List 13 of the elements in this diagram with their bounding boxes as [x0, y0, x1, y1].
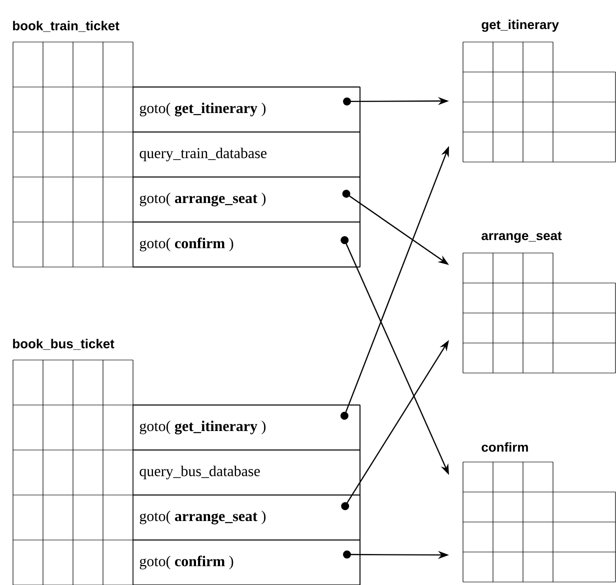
table-title: book_bus_ticket	[13, 338, 114, 350]
table-title: confirm	[482, 442, 528, 452]
table-title: arrange_seat	[482, 232, 562, 243]
table-row: goto( get_itinerary )	[132, 86, 360, 132]
table-row: query_train_database	[132, 132, 360, 178]
table-row: goto( confirm )	[132, 540, 360, 585]
table-row: goto( arrange_seat )	[132, 176, 360, 222]
table-row: goto( arrange_seat )	[132, 494, 360, 540]
table-row: goto( confirm )	[132, 222, 360, 268]
table-title: book_train_ticket	[13, 20, 120, 32]
table-row: query_bus_database	[132, 450, 360, 496]
table-row: goto( get_itinerary )	[132, 404, 360, 450]
table-title: get_itinerary	[482, 20, 559, 32]
